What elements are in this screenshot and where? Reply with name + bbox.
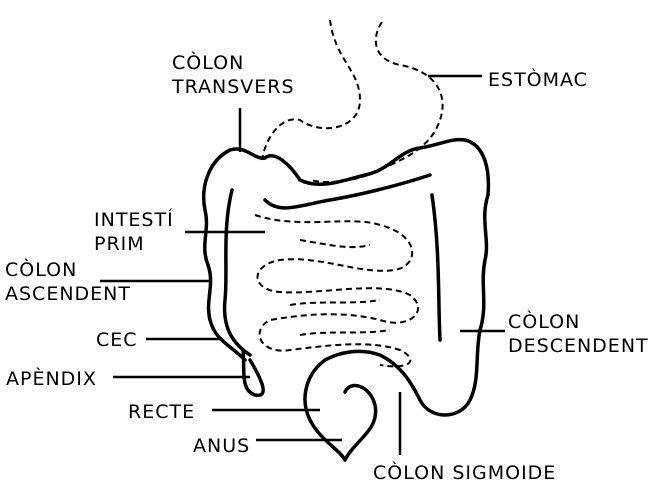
label-colon-sigmoide: CÒLON SIGMOIDE [373, 462, 557, 484]
label-apendix: APÈNDIX [6, 368, 97, 390]
label-line: ASCENDENT [5, 283, 131, 305]
label-recte: RECTE [128, 401, 196, 423]
label-line: TRANSVERS [172, 76, 295, 98]
label-line: DESCENDENT [508, 335, 649, 357]
colon-outline [202, 137, 491, 462]
colon-inner-outline [222, 173, 442, 357]
stomach-outline [261, 19, 444, 183]
label-line: CÒLON [508, 311, 581, 333]
label-line: CÒLON [172, 52, 245, 74]
label-colon-ascendent: CÒLON ASCENDENT [5, 258, 131, 306]
label-line: INTESTÍ [94, 209, 174, 231]
label-colon-descendent: CÒLON DESCENDENT [508, 310, 649, 358]
appendix [241, 348, 265, 397]
label-colon-transvers: CÒLON TRANSVERS [172, 51, 295, 99]
label-intesti-prim: INTESTÍ PRIM [94, 208, 174, 256]
label-anus: ANUS [193, 435, 251, 457]
small-intestine [254, 214, 420, 368]
label-line: PRIM [94, 233, 145, 255]
label-estomac: ESTÒMAC [488, 69, 588, 91]
label-cec: CEC [96, 329, 138, 351]
label-line: CÒLON [5, 259, 78, 281]
